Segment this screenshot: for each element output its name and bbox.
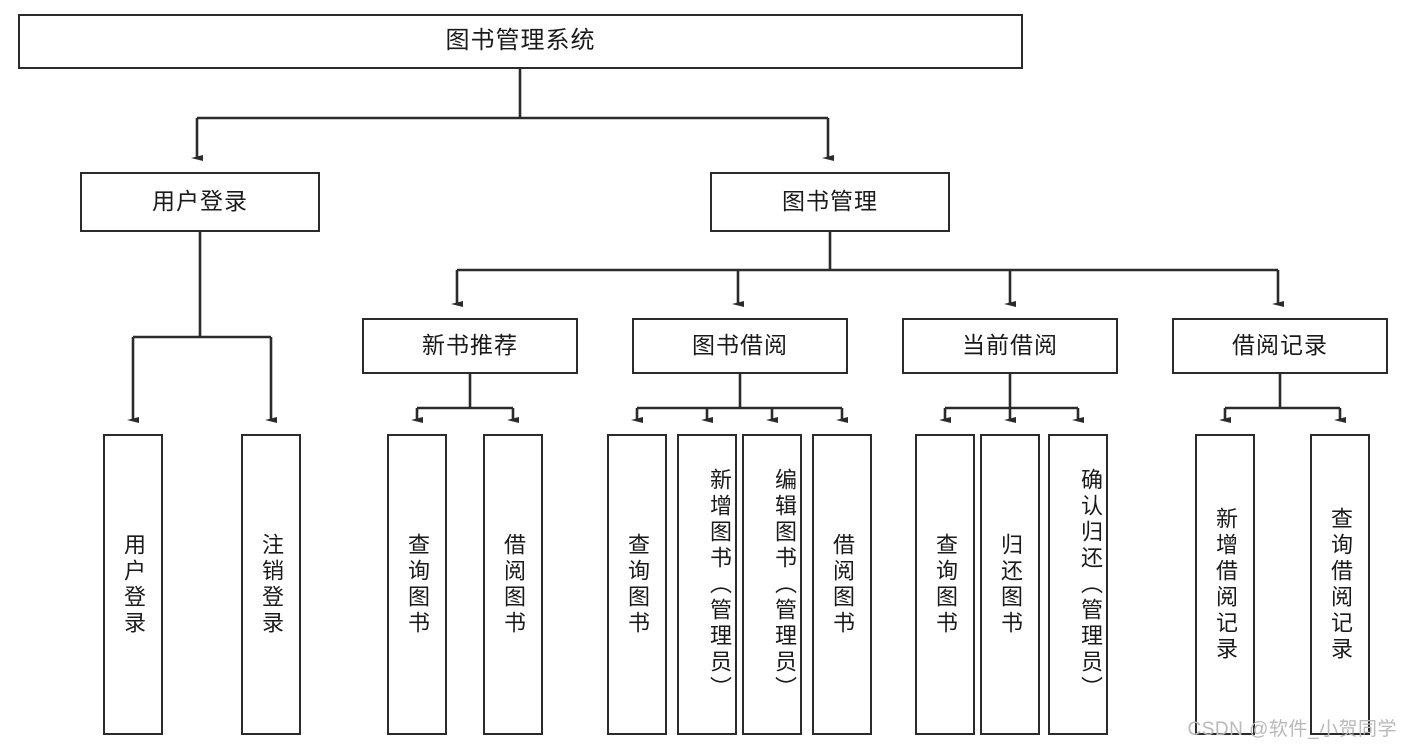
node-leaf-query-book-2-label: 查询图书 — [625, 532, 650, 637]
node-new-book-recommend[interactable]: 新书推荐 — [362, 318, 578, 374]
node-leaf-query-book-1-label: 查询图书 — [405, 532, 430, 637]
node-leaf-user-logout-label: 注销登录 — [259, 532, 284, 637]
node-root[interactable]: 图书管理系统 — [18, 14, 1023, 69]
node-leaf-add-borrow-record-label: 新增借阅记录 — [1213, 506, 1238, 663]
node-borrow-record-label: 借阅记录 — [1232, 332, 1328, 359]
node-leaf-return-book[interactable]: 归还图书 — [980, 434, 1040, 735]
node-borrow-record[interactable]: 借阅记录 — [1172, 318, 1388, 374]
node-current-borrow[interactable]: 当前借阅 — [902, 318, 1118, 374]
node-leaf-query-book-3-label: 查询图书 — [933, 532, 958, 637]
node-root-label: 图书管理系统 — [445, 27, 596, 55]
node-book-borrow-label: 图书借阅 — [692, 332, 788, 359]
node-leaf-query-book-1[interactable]: 查询图书 — [387, 434, 447, 735]
node-leaf-query-borrow-record[interactable]: 查询借阅记录 — [1310, 434, 1370, 735]
node-leaf-add-book[interactable]: 新增图书（管理员） — [677, 434, 737, 735]
node-book-manage[interactable]: 图书管理 — [710, 172, 950, 232]
node-book-manage-label: 图书管理 — [782, 188, 878, 215]
node-current-borrow-label: 当前借阅 — [962, 332, 1058, 359]
node-leaf-edit-book-label: 编辑图书（管理员） — [772, 467, 797, 702]
node-user-login-label: 用户登录 — [152, 188, 248, 215]
node-leaf-user-login[interactable]: 用户登录 — [103, 434, 163, 735]
node-leaf-borrow-book-2[interactable]: 借阅图书 — [812, 434, 872, 735]
node-book-borrow[interactable]: 图书借阅 — [632, 318, 848, 374]
node-leaf-user-logout[interactable]: 注销登录 — [241, 434, 301, 735]
node-leaf-add-borrow-record[interactable]: 新增借阅记录 — [1195, 434, 1255, 735]
watermark-text: CSDN @软件_小贺同学 — [1187, 719, 1397, 740]
node-leaf-borrow-book-2-label: 借阅图书 — [830, 532, 855, 637]
node-leaf-confirm-return[interactable]: 确认归还（管理员） — [1048, 434, 1108, 735]
node-user-login[interactable]: 用户登录 — [80, 172, 320, 232]
node-leaf-return-book-label: 归还图书 — [998, 532, 1023, 637]
node-leaf-add-book-label: 新增图书（管理员） — [707, 467, 732, 702]
node-leaf-confirm-return-label: 确认归还（管理员） — [1078, 467, 1103, 702]
node-leaf-borrow-book-1-label: 借阅图书 — [501, 532, 526, 637]
node-leaf-query-book-3[interactable]: 查询图书 — [915, 434, 975, 735]
node-leaf-user-login-label: 用户登录 — [121, 532, 146, 637]
node-leaf-query-borrow-record-label: 查询借阅记录 — [1328, 506, 1353, 663]
node-leaf-edit-book[interactable]: 编辑图书（管理员） — [742, 434, 802, 735]
node-leaf-borrow-book-1[interactable]: 借阅图书 — [483, 434, 543, 735]
node-leaf-query-book-2[interactable]: 查询图书 — [607, 434, 667, 735]
node-new-book-recommend-label: 新书推荐 — [422, 332, 518, 359]
